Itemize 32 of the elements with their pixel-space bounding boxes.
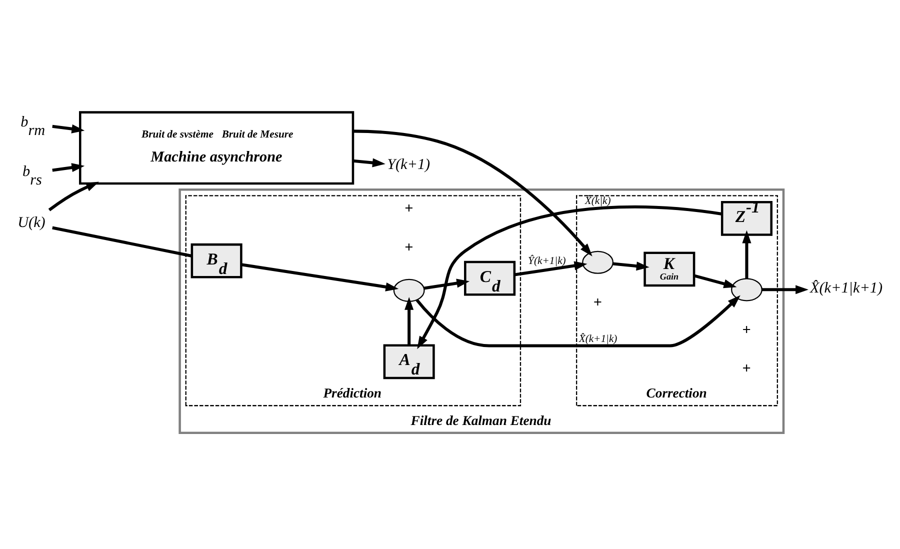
label: + xyxy=(742,321,751,338)
edge-label: X̂(k|k) xyxy=(584,196,611,208)
arrow xyxy=(514,261,588,276)
node-box: Bruit de svstème Bruit de Mesure Machine asynchrone xyxy=(79,111,354,185)
arrow xyxy=(424,278,470,290)
arrow xyxy=(417,205,722,350)
arrow xyxy=(404,296,414,346)
edge-label: Ŷ(k+1|k) xyxy=(528,256,566,268)
node-text: Y(k+1) xyxy=(387,156,430,174)
arrow xyxy=(52,124,85,134)
arrow xyxy=(416,295,740,348)
node-box: K Gain xyxy=(644,252,696,287)
node-circle xyxy=(731,278,762,302)
node-text: X̂(k+1|k+1) xyxy=(810,280,883,297)
node-text: U(k) xyxy=(18,214,46,231)
label: + xyxy=(404,200,414,218)
node-circle xyxy=(582,250,614,274)
label: + xyxy=(742,360,751,378)
arrow xyxy=(48,182,100,212)
arrow xyxy=(742,230,752,279)
arrow xyxy=(52,163,85,172)
edge-label: X̂(k+1|k) xyxy=(578,334,618,346)
arrow xyxy=(694,274,737,288)
connector xyxy=(52,226,192,258)
arrow xyxy=(353,130,592,256)
node-circle xyxy=(393,278,425,302)
arrow xyxy=(352,158,386,168)
label: + xyxy=(593,294,602,312)
arrow xyxy=(612,262,650,271)
arrow xyxy=(241,263,399,292)
label: + xyxy=(404,238,414,256)
arrow xyxy=(762,285,808,294)
